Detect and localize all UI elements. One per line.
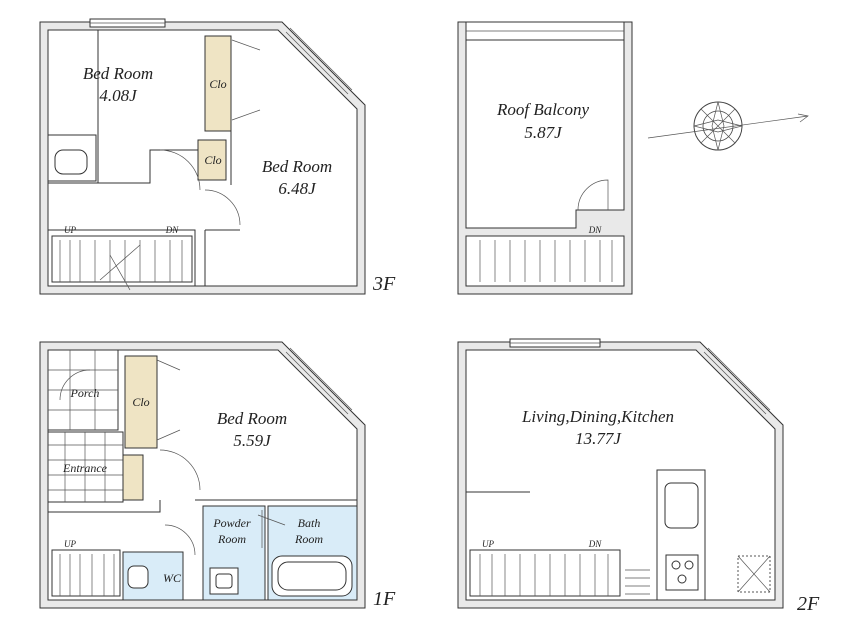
bath-room-label: Bath bbox=[298, 516, 321, 530]
room-name-roof-balcony: Roof Balcony bbox=[496, 100, 590, 119]
kitchen-sink bbox=[664, 482, 699, 529]
porch-label: Porch bbox=[70, 386, 100, 400]
room-name-bedroom-3f-a: Bed Room bbox=[83, 64, 153, 83]
stairs-dn-label: DN bbox=[165, 225, 179, 235]
room-name-bedroom-1f: Bed Room bbox=[217, 409, 287, 428]
stairs-roof bbox=[479, 240, 613, 282]
stairs-up-label: UP bbox=[64, 225, 76, 235]
floor-roof: DN Roof Balcony 5.87J bbox=[457, 21, 633, 295]
closet-1f-b bbox=[122, 454, 144, 501]
closet-1f bbox=[124, 355, 158, 449]
floor-3f: UP DN Bed Room 4.08J Bed Room 6.48J Clo … bbox=[39, 18, 396, 295]
wc-label: WC bbox=[163, 571, 182, 585]
powder-room-label-2: Room bbox=[217, 532, 246, 546]
powder-room-label: Powder bbox=[212, 516, 251, 530]
outer-wall-3f bbox=[39, 21, 366, 295]
stairs-2f bbox=[469, 549, 650, 597]
stairs-dn-label: DN bbox=[588, 539, 602, 549]
stairs-dn-label: DN bbox=[588, 225, 602, 235]
stove bbox=[665, 554, 699, 591]
room-size-roof-balcony: 5.87J bbox=[524, 123, 563, 142]
stairs-1f bbox=[51, 549, 121, 597]
stairs-3f bbox=[51, 235, 193, 291]
floor-2f: UP DN Living,Dining,Kitchen 13.77J 2F bbox=[457, 338, 820, 615]
wc bbox=[122, 551, 184, 601]
outer-wall-roof bbox=[457, 21, 633, 295]
closet-3f-b bbox=[197, 139, 227, 181]
compass-rose-icon bbox=[647, 101, 809, 151]
room-size-bedroom-3f-a: 4.08J bbox=[99, 86, 138, 105]
floor-1f: UP Bed Room 5.59J Clo Porch Entrance Pow… bbox=[39, 341, 396, 610]
window bbox=[289, 27, 353, 91]
floor-label-1f: 1F bbox=[373, 588, 396, 610]
outer-wall-2f bbox=[457, 341, 784, 609]
room-size-bedroom-3f-b: 6.48J bbox=[278, 179, 317, 198]
closet-label: Clo bbox=[204, 153, 221, 167]
entrance-label: Entrance bbox=[62, 461, 108, 475]
stairs-up-label: UP bbox=[482, 539, 494, 549]
bath-room-label-2: Room bbox=[294, 532, 323, 546]
closet-label: Clo bbox=[132, 395, 149, 409]
room-size-ldk: 13.77J bbox=[575, 429, 622, 448]
floor-label-2f: 2F bbox=[797, 593, 820, 615]
floor-label-3f: 3F bbox=[372, 273, 396, 295]
room-name-bedroom-3f-b: Bed Room bbox=[262, 157, 332, 176]
stairs-up-label: UP bbox=[64, 539, 76, 549]
closet-label: Clo bbox=[209, 77, 226, 91]
toilet bbox=[127, 565, 149, 589]
room-size-bedroom-1f: 5.59J bbox=[233, 431, 272, 450]
room-name-ldk: Living,Dining,Kitchen bbox=[521, 407, 674, 426]
